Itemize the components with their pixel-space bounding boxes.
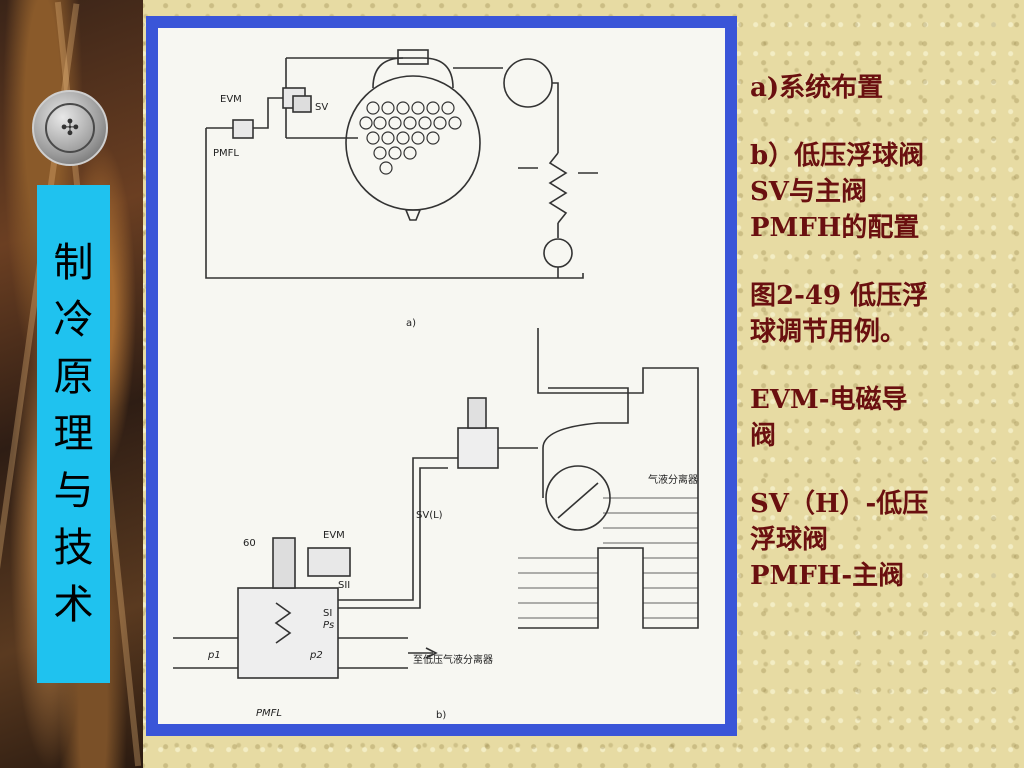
vessel-dome [372,57,454,89]
receiver [543,238,573,268]
label-60: 60 [243,538,256,549]
float-ball [545,465,611,531]
pmfl-valve [232,119,254,139]
note-evm-line2: 阀 [750,421,777,451]
label-sii: SII [338,580,350,591]
upper-pipe [542,387,629,498]
separator-vessel [345,75,481,211]
label-p1: p1 [207,650,221,661]
label-si: SI [323,608,332,619]
title-char: 术 [53,581,94,628]
label-ps: Ps [323,620,334,631]
pilot-pipe [333,457,458,601]
condenser-water [518,167,598,174]
figure-paper: EVM SV PMFL a) 60 EVM SII SI Ps p1 p2 PM… [158,28,725,724]
title-char: 原 [53,353,94,400]
note-b: b）低压浮球阀 SV与主阀 PMFH的配置 [750,138,1000,246]
title-char: 技 [53,524,94,571]
system-diagram: EVM SV PMFL a) 60 EVM SII SI Ps p1 p2 PM… [173,49,699,721]
note-figure-line1: 图2-49 低压浮 [750,281,929,311]
title-char: 与 [53,467,94,514]
discharge-pipe [552,82,559,153]
note-evm-line1: EVM-电磁导 [750,385,908,415]
separator-wall [518,328,699,629]
note-sv-line2: 浮球阀 [750,525,829,555]
label-evm-top: EVM [220,94,242,105]
pmfl-bonnet [272,537,296,589]
return-pipe [205,128,584,279]
caption-b: b) [436,710,446,721]
svl-stem [467,397,487,429]
outlet-pipe [338,637,408,669]
evm-solenoid [307,547,351,577]
caption-a: a) [406,318,416,329]
note-pmfh: PMFH-主阀 [750,561,905,591]
pmfl-main-body [237,587,339,679]
title-char: 制 [53,239,94,286]
sv-valve [292,95,312,113]
note-figure: 图2-49 低压浮 球调节用例。 [750,278,1000,350]
title-char: 冷 [53,296,94,343]
note-b-line1: b）低压浮球阀 [750,141,925,171]
note-b-line3: PMFH的配置 [750,213,920,243]
note-evm: EVM-电磁导 阀 [750,382,1000,454]
note-sv: SV（H）-低压 浮球阀 PMFH-主阀 [750,486,1000,594]
label-p2: p2 [309,650,323,661]
pmfl-to-evm-pipe [253,97,283,129]
condenser-coil [548,152,568,224]
vessel-nozzle [397,49,429,65]
label-pmfl-bottom: PMFL [256,708,282,719]
emblem-inner: ✣ [45,103,95,153]
label-pmfl-top: PMFL [213,148,239,159]
slide-title: 制 冷 原 理 与 技 术 [37,185,110,683]
svl-body [457,427,499,469]
outlet-arrow-head [425,647,438,659]
title-char: 理 [53,410,94,457]
label-separator: 气液分离器 [648,473,698,486]
note-b-line2: SV与主阀 [750,177,867,207]
inlet-pipe [173,637,238,669]
figure-frame: EVM SV PMFL a) 60 EVM SII SI Ps p1 p2 PM… [146,16,737,736]
note-a: a)系统布置 [750,70,1000,106]
note-sv-line1: SV（H）-低压 [750,489,929,519]
vessel-drain [404,209,422,221]
note-figure-line2: 球调节用例。 [750,317,907,347]
label-sv-top: SV [315,102,328,113]
note-a-text: a)系统布置 [750,73,884,103]
pilot-pipe-inner [333,467,448,609]
float-arm [557,482,599,519]
label-evm-bottom: EVM [323,530,345,541]
label-svl: SV(L) [416,510,443,521]
emblem-icon: ✣ [32,90,108,166]
figure-notes: a)系统布置 b）低压浮球阀 SV与主阀 PMFH的配置 图2-49 低压浮 球… [750,70,1000,626]
compressor [503,58,553,108]
label-outlet: 至低压气液分离器 [413,653,493,666]
pmfl-spring [274,602,292,644]
